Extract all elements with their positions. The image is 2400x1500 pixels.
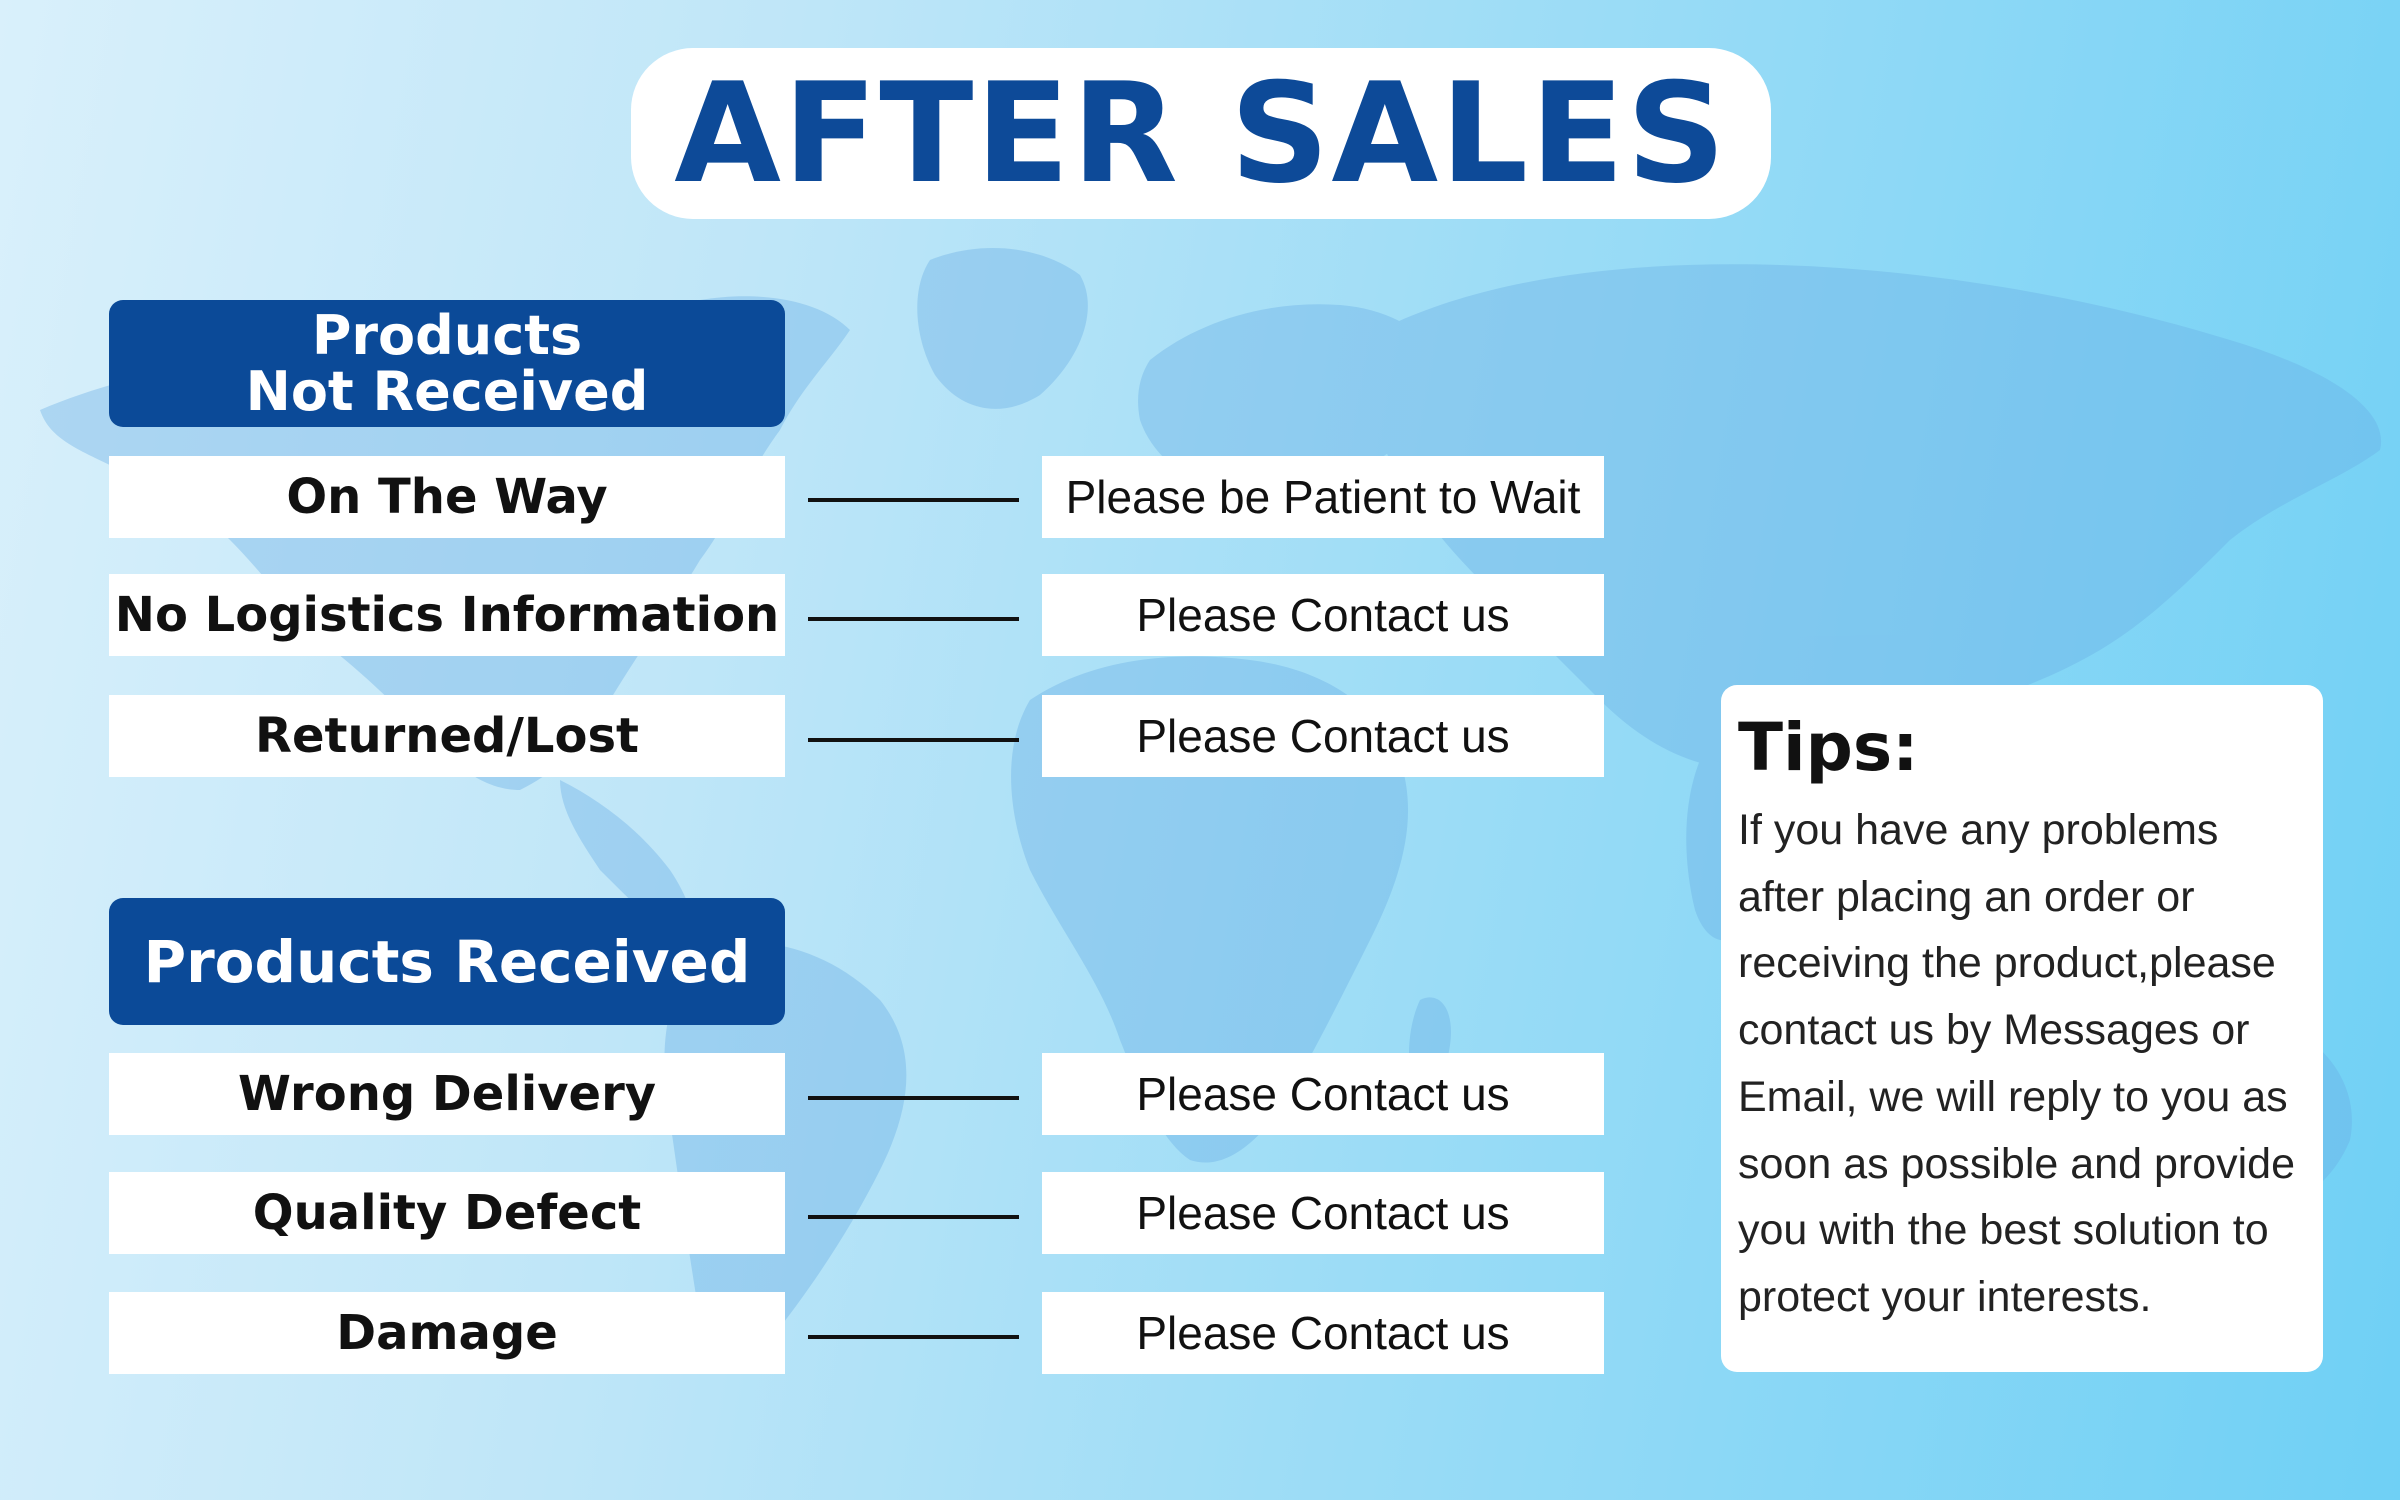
connector-line: [808, 1335, 1019, 1339]
issue-returned-lost: Returned/Lost: [109, 695, 785, 777]
tips-card: Tips: If you have any problems after pla…: [1721, 685, 2323, 1372]
connector-line: [808, 738, 1019, 742]
connector-line: [808, 1096, 1019, 1100]
issue-no-logistics-information: No Logistics Information: [109, 574, 785, 656]
section-heading-products-not-received: Products Not Received: [109, 300, 785, 427]
tips-text: If you have any problems after placing a…: [1738, 806, 2295, 1321]
section-heading-line-2: Not Received: [245, 359, 649, 423]
tips-title: Tips:: [1738, 709, 1919, 786]
action-please-contact-us: Please Contact us: [1042, 695, 1604, 777]
page-title: AFTER SALES: [674, 52, 1728, 214]
action-please-contact-us: Please Contact us: [1042, 1292, 1604, 1374]
title-banner: AFTER SALES: [631, 48, 1771, 219]
issue-damage: Damage: [109, 1292, 785, 1374]
action-please-contact-us: Please Contact us: [1042, 1172, 1604, 1254]
section-heading-line-1: Products: [311, 303, 583, 367]
section-heading-products-received: Products Received: [109, 898, 785, 1025]
action-please-contact-us: Please Contact us: [1042, 1053, 1604, 1135]
connector-line: [808, 1215, 1019, 1219]
connector-line: [808, 617, 1019, 621]
issue-wrong-delivery: Wrong Delivery: [109, 1053, 785, 1135]
connector-line: [808, 498, 1019, 502]
issue-quality-defect: Quality Defect: [109, 1172, 785, 1254]
action-please-be-patient: Please be Patient to Wait: [1042, 456, 1604, 538]
action-please-contact-us: Please Contact us: [1042, 574, 1604, 656]
issue-on-the-way: On The Way: [109, 456, 785, 538]
